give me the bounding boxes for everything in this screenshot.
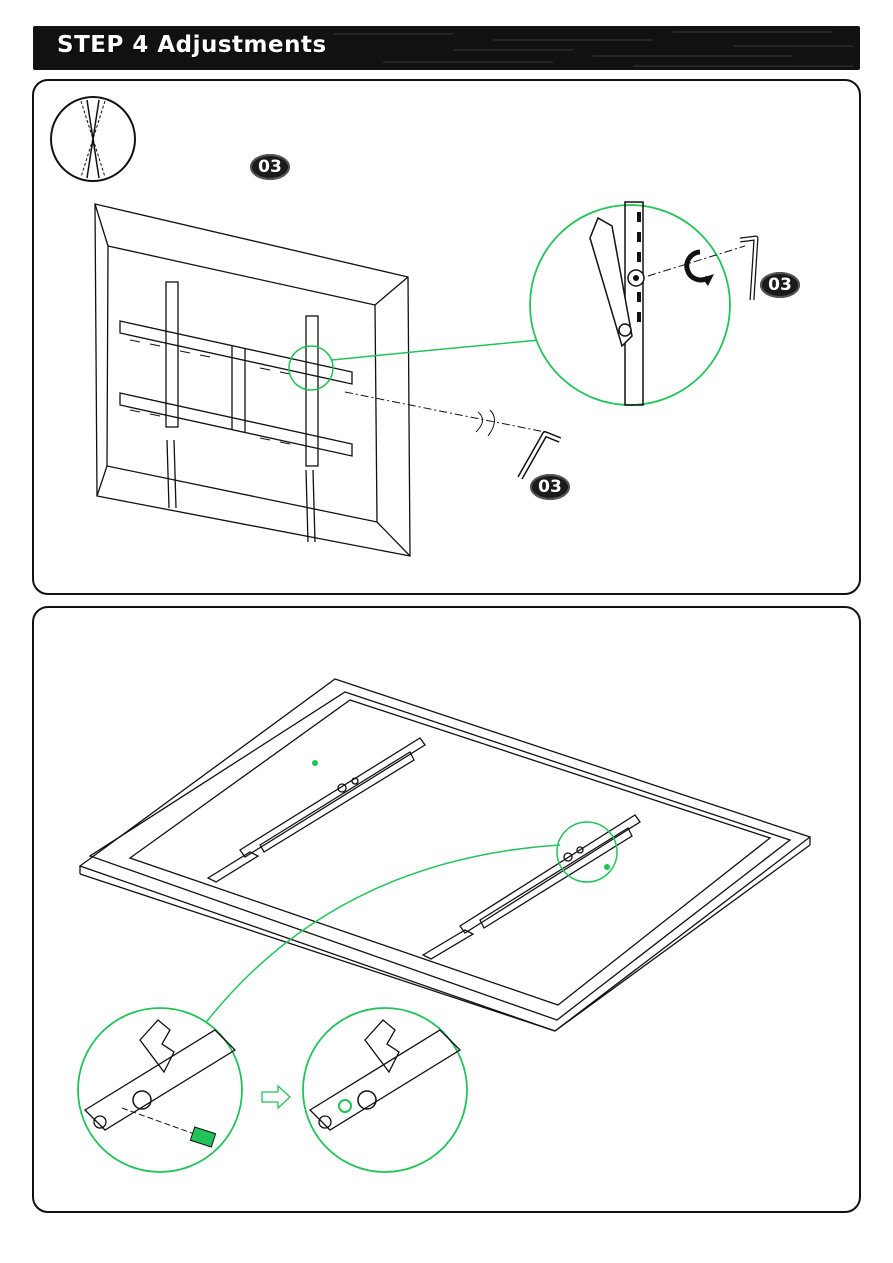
tilt-icon — [51, 97, 135, 181]
rotate-arrow-icon — [476, 412, 483, 432]
part-badge: 03 — [250, 154, 290, 180]
screw-install-panel — [32, 606, 861, 1213]
detail-callout — [530, 202, 756, 405]
tv-back-illustration — [95, 204, 410, 556]
part-badge: 03 — [530, 474, 570, 500]
part-badge: 03 — [760, 272, 800, 298]
